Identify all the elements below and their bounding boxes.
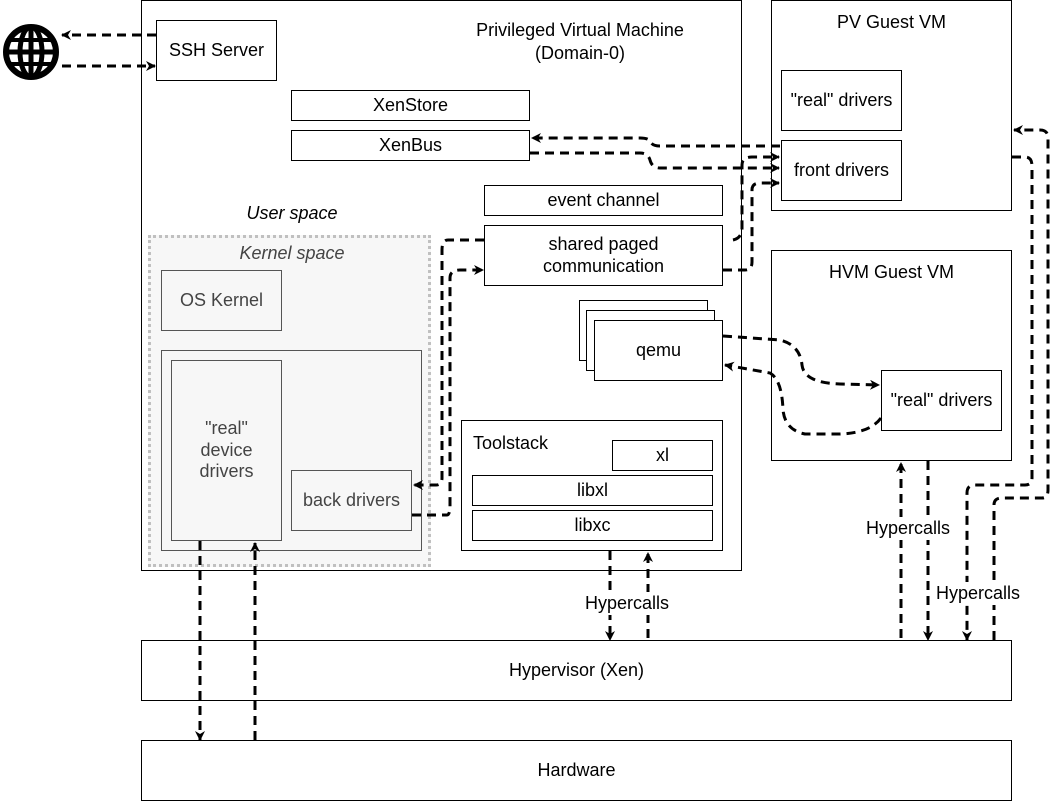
front-drivers-box[interactable]: front drivers <box>781 140 902 201</box>
real-device-drivers-line2: device <box>200 439 253 460</box>
hypercalls-label-pv: Hypercalls <box>936 582 1021 606</box>
xl-box[interactable]: xl <box>612 440 713 471</box>
globe-icon <box>3 24 59 80</box>
qemu-box[interactable]: qemu <box>594 320 723 381</box>
hypercalls-label-hvm: Hypercalls <box>866 517 951 541</box>
dom0-title-line2: (Domain-0) <box>534 43 626 64</box>
os-kernel-box[interactable]: OS Kernel <box>161 270 282 331</box>
hardware-box[interactable]: Hardware <box>141 740 1012 801</box>
hvm-real-drivers-box[interactable]: "real" drivers <box>881 370 1002 431</box>
user-space-label: User space <box>246 203 338 223</box>
dom0-title: Privileged Virtual Machine (Domain-0) <box>440 19 720 66</box>
libxc-box[interactable]: libxc <box>472 510 713 541</box>
hvm-guest-title: HVM Guest VM <box>828 262 955 282</box>
shared-pages-line2: communication <box>542 255 665 276</box>
dom0-title-line1: Privileged Virtual Machine <box>476 20 684 40</box>
pv-guest-title: PV Guest VM <box>836 12 947 32</box>
hypercalls-label-toolstack: Hypercalls <box>585 592 670 616</box>
event-channel-box[interactable]: event channel <box>484 185 723 216</box>
real-device-drivers-line3: drivers <box>199 461 254 482</box>
pv-real-drivers-box[interactable]: "real" drivers <box>781 70 902 131</box>
shared-pages-box[interactable]: shared paged communication <box>484 225 723 286</box>
toolstack-title: Toolstack <box>473 433 549 453</box>
real-device-drivers-box[interactable]: "real" device drivers <box>171 360 282 541</box>
libxl-box[interactable]: libxl <box>472 475 713 506</box>
real-device-drivers-line1: "real" <box>205 418 248 439</box>
hypervisor-box[interactable]: Hypervisor (Xen) <box>141 640 1012 701</box>
ssh-server-box[interactable]: SSH Server <box>156 20 277 81</box>
xenbus-box[interactable]: XenBus <box>291 130 530 161</box>
shared-pages-line1: shared paged <box>548 233 659 254</box>
xenstore-box[interactable]: XenStore <box>291 90 530 121</box>
kernel-space-label: Kernel space <box>239 243 345 263</box>
internet-globe <box>3 24 59 80</box>
back-drivers-box[interactable]: back drivers <box>291 470 412 531</box>
